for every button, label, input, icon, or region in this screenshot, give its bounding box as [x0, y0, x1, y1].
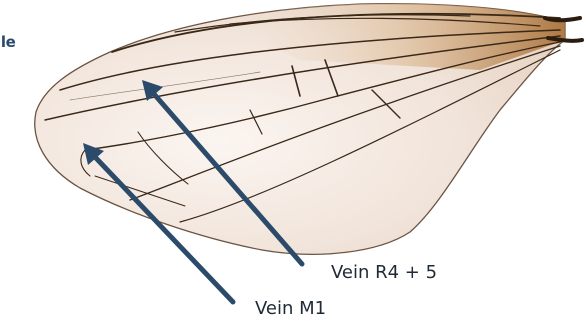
label-vein-m1: Vein M1 — [255, 298, 326, 319]
heading-fragment: ale — [0, 33, 16, 51]
label-vein-r45: Vein R4 + 5 — [331, 262, 437, 283]
